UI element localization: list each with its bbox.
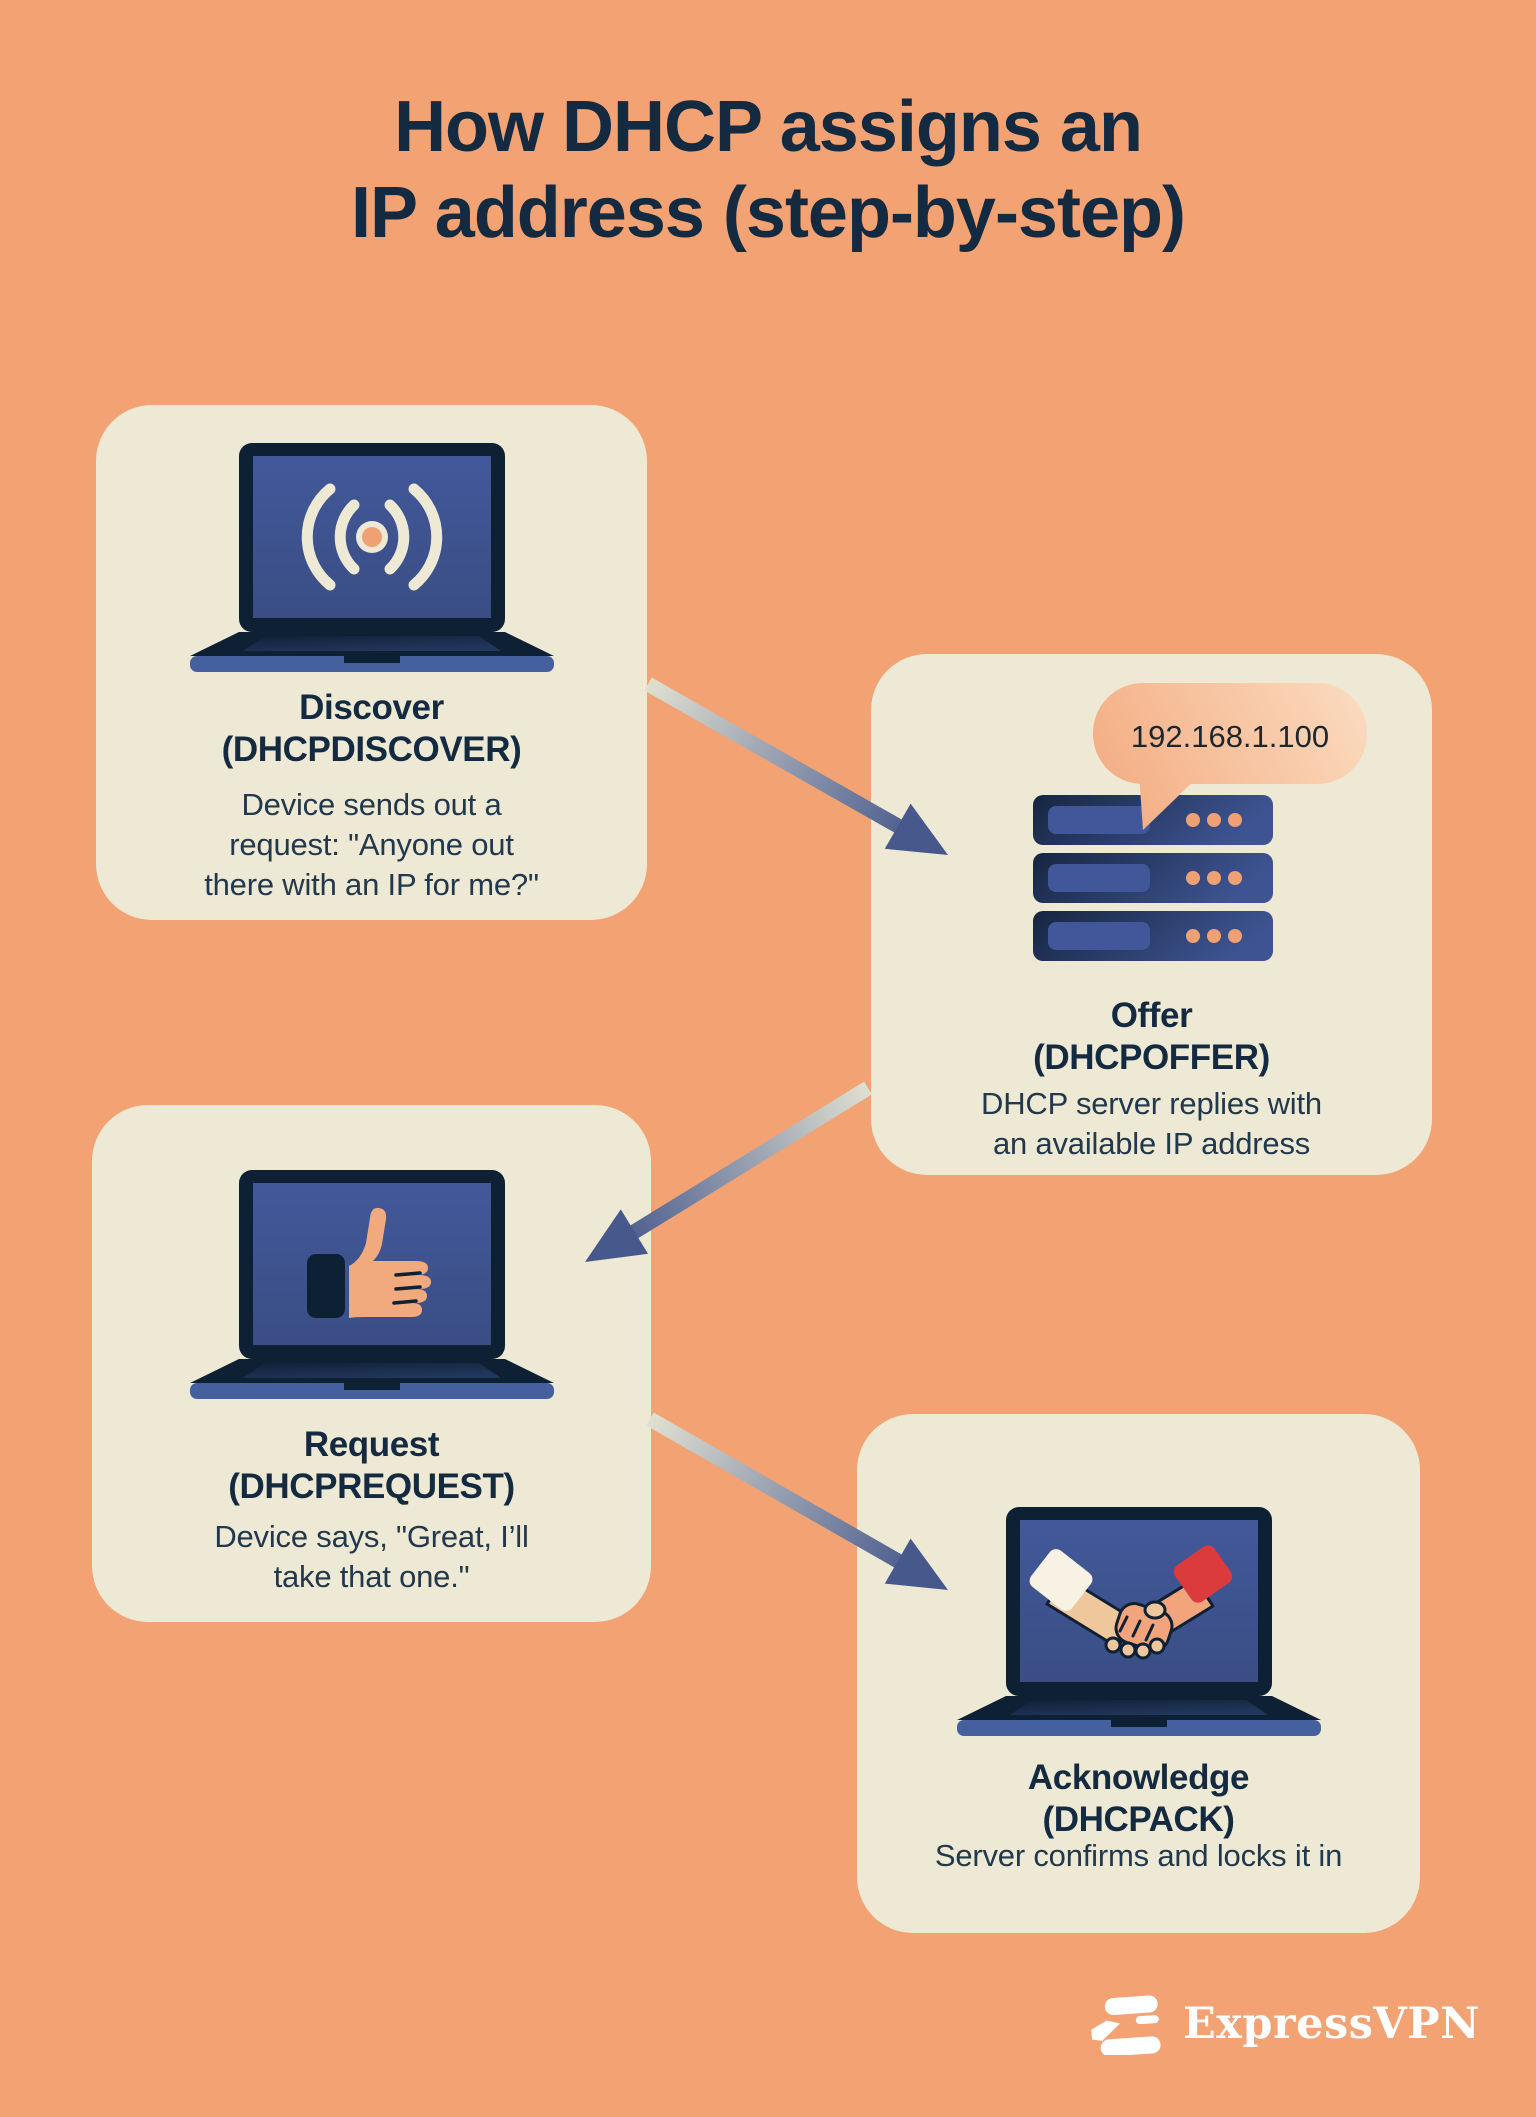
server-stack-icon: 192.168.1.100 bbox=[1033, 683, 1367, 961]
page-title-line2: IP address (step-by-step) bbox=[351, 173, 1186, 253]
step-code-text: (DHCPDISCOVER) bbox=[221, 730, 522, 769]
step-code-text: (DHCPREQUEST) bbox=[228, 1467, 515, 1506]
step-heading-offer: Offer (DHCPOFFER) bbox=[871, 995, 1432, 1079]
ip-speech-bubble-text: 192.168.1.100 bbox=[1131, 719, 1329, 754]
page-title-line1: How DHCP assigns an bbox=[394, 87, 1143, 167]
step-body-line: Server confirms and locks it in bbox=[934, 1838, 1343, 1873]
step-code-text: (DHCPACK) bbox=[1042, 1800, 1235, 1839]
step-heading-acknowledge: Acknowledge (DHCPACK) bbox=[857, 1757, 1420, 1841]
step-heading-text: Acknowledge bbox=[1027, 1758, 1250, 1797]
step-body-line: an available IP address bbox=[992, 1126, 1311, 1161]
step-body-line: DHCP server replies with bbox=[981, 1086, 1322, 1121]
ip-speech-bubble: 192.168.1.100 bbox=[1093, 683, 1367, 830]
step-heading-text: Discover bbox=[299, 688, 444, 727]
step-heading-request: Request (DHCPREQUEST) bbox=[92, 1424, 651, 1508]
step-body-discover: Device sends out a request: "Anyone out … bbox=[96, 785, 647, 905]
step-body-offer: DHCP server replies with an available IP… bbox=[871, 1084, 1432, 1164]
laptop-broadcast-icon bbox=[190, 443, 554, 677]
step-body-line: there with an IP for me?" bbox=[204, 867, 539, 902]
expressvpn-logo-icon bbox=[1091, 1995, 1161, 2055]
step-body-line: request: "Anyone out bbox=[229, 827, 514, 862]
expressvpn-wordmark: ExpressVPN bbox=[1183, 1999, 1480, 2049]
laptop-thumbs-up-icon bbox=[190, 1170, 554, 1404]
step-body-line: Device says, "Great, I’ll bbox=[214, 1519, 529, 1554]
step-body-acknowledge: Server confirms and locks it in bbox=[857, 1836, 1420, 1876]
step-body-line: Device sends out a bbox=[241, 787, 502, 822]
step-code-text: (DHCPOFFER) bbox=[1033, 1038, 1270, 1077]
laptop-handshake-icon bbox=[957, 1507, 1321, 1741]
page-title: How DHCP assigns an IP address (step-by-… bbox=[0, 84, 1536, 256]
step-card-request: Request (DHCPREQUEST) Device says, "Grea… bbox=[92, 1105, 651, 1622]
step-card-offer: 192.168.1.100 Offer (DHCPOFFER) DHCP ser… bbox=[871, 654, 1432, 1175]
step-card-discover: Discover (DHCPDISCOVER) Device sends out… bbox=[96, 405, 647, 920]
step-heading-discover: Discover (DHCPDISCOVER) bbox=[96, 687, 647, 771]
expressvpn-logo: ExpressVPN bbox=[1086, 1992, 1480, 2056]
step-body-line: take that one." bbox=[273, 1559, 470, 1594]
step-card-acknowledge: Acknowledge (DHCPACK) Server confirms an… bbox=[857, 1414, 1420, 1933]
step-heading-text: Request bbox=[303, 1425, 440, 1464]
step-body-request: Device says, "Great, I’ll take that one.… bbox=[92, 1517, 651, 1597]
step-heading-text: Offer bbox=[1110, 996, 1193, 1035]
